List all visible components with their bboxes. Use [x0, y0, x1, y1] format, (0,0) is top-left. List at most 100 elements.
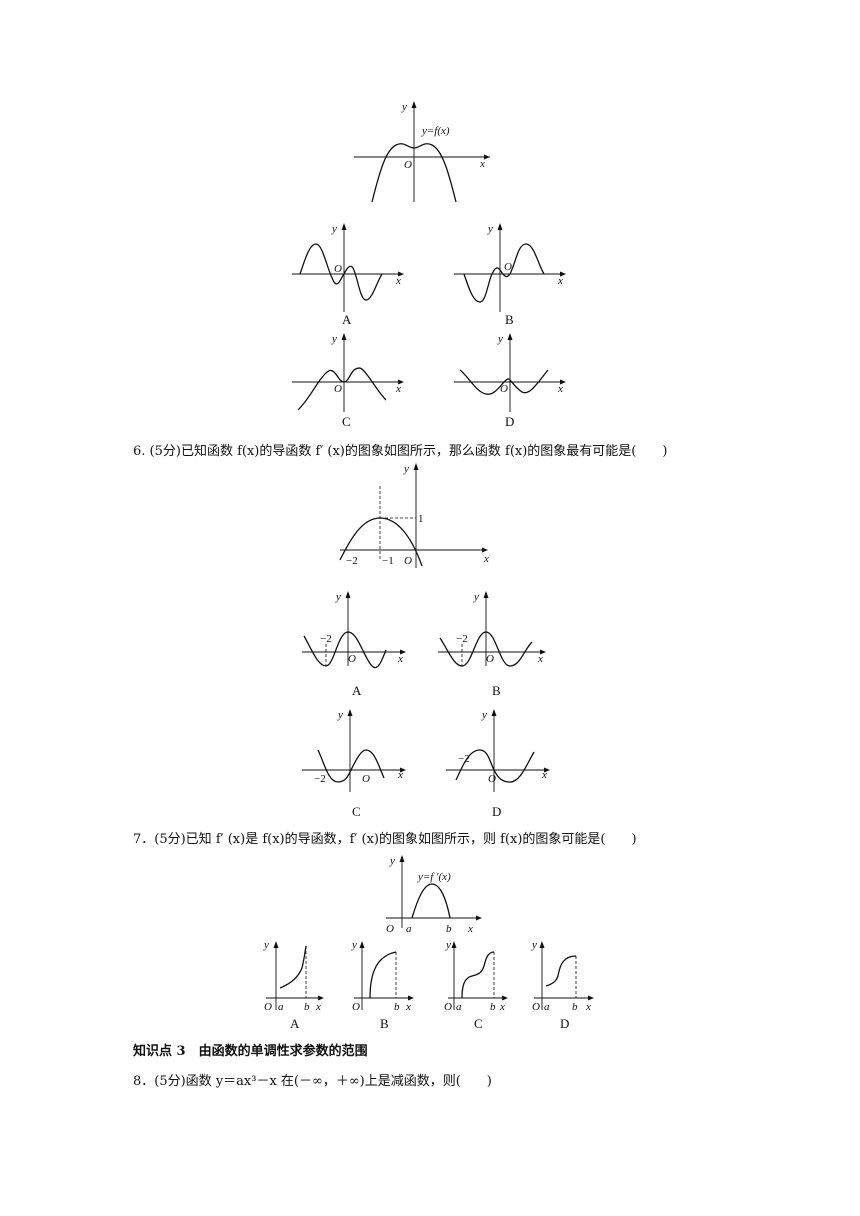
y-axis-arrow-icon	[341, 223, 347, 230]
curve-option-d	[455, 749, 535, 783]
x-label: x	[541, 769, 547, 781]
origin-label: O	[404, 159, 412, 171]
tick-neg2: −2	[346, 555, 358, 567]
origin-label: O	[362, 773, 370, 785]
q6-option-d-graph: x y O −2	[446, 709, 550, 792]
x-axis-arrow-icon	[540, 649, 546, 655]
x-axis-arrow-icon	[544, 767, 550, 773]
curve-option-a	[279, 945, 307, 989]
x-axis-arrow-icon	[560, 379, 566, 385]
y-axis-arrow-icon	[539, 941, 545, 948]
curve-label: y=f(x)	[421, 125, 450, 137]
q5-option-b-label: B	[505, 312, 514, 327]
curve-option-b	[463, 243, 545, 303]
origin-label: O	[488, 773, 496, 785]
q7-option-a-graph: x y O a b	[263, 939, 324, 1013]
curve-fprime	[339, 517, 423, 567]
q5-option-b-graph: x y O	[454, 223, 566, 312]
q7-option-c-graph: x y O a b	[444, 939, 508, 1013]
q6-option-b-graph: x y O −2	[438, 591, 546, 667]
y-label: y	[351, 939, 357, 951]
y-label: y	[531, 939, 537, 951]
y-label: y	[263, 939, 269, 951]
x-axis-arrow-icon	[398, 271, 404, 277]
tick-neg1: −1	[382, 555, 394, 567]
q7-option-d-graph: x y O a b	[531, 939, 594, 1013]
tick-b: b	[446, 923, 452, 935]
y-label: y	[401, 101, 407, 113]
q6-option-b-label: B	[492, 683, 501, 698]
tick-b: b	[490, 1001, 496, 1013]
origin-label: O	[486, 653, 494, 665]
curve-option-d	[459, 369, 549, 395]
q6-option-a-graph: x y O −2	[302, 591, 406, 669]
y-axis-arrow-icon	[413, 463, 419, 470]
curve-f	[371, 143, 457, 203]
curve-option-a	[299, 243, 383, 301]
x-axis-arrow-icon	[400, 649, 406, 655]
x-axis-arrow-icon	[318, 995, 324, 1001]
origin-label: O	[404, 555, 412, 567]
tick-neg2: −2	[314, 773, 326, 785]
y-label: y	[497, 333, 503, 345]
q5-option-c-graph: x y O	[292, 333, 404, 412]
x-label: x	[557, 275, 563, 287]
x-axis-arrow-icon	[560, 271, 566, 277]
x-axis-arrow-icon	[484, 154, 490, 160]
question-7-text: 7．(5分)已知 f′ (x)是 f(x)的导函数，f′ (x)的图象如图所示，…	[133, 832, 637, 847]
y-axis-arrow-icon	[341, 333, 347, 340]
curve-option-a	[303, 631, 387, 669]
question-6-text: 6. (5分)已知函数 f(x)的导函数 f′ (x)的图象如图所示，那么函数 …	[133, 444, 668, 459]
q6-option-d-label: D	[492, 804, 502, 819]
y-axis-arrow-icon	[497, 223, 503, 230]
y-axis-arrow-icon	[345, 591, 351, 598]
tick-b: b	[304, 1001, 310, 1013]
y-label: y	[487, 223, 493, 235]
q6-main-graph: x y O −2 −1 1	[339, 463, 489, 568]
q7-option-c-label: C	[474, 1016, 483, 1031]
curve-option-b	[369, 951, 397, 999]
x-label: x	[397, 653, 403, 665]
x-label: x	[467, 923, 473, 935]
tick-neg2: −2	[456, 633, 468, 645]
q6-option-c-label: C	[352, 804, 361, 819]
x-label: x	[405, 1001, 411, 1013]
q7-main-graph: x y O a b y=f ′(x)	[386, 855, 482, 935]
x-label: x	[499, 1001, 505, 1013]
y-label: y	[445, 939, 451, 951]
y-axis-arrow-icon	[273, 941, 279, 948]
x-axis-arrow-icon	[588, 995, 594, 1001]
q5-option-a-graph: x y O	[292, 223, 404, 312]
q5-option-d-label: D	[505, 414, 515, 429]
question-8-text: 8．(5分)函数 y＝ax³－x 在(－∞，＋∞)上是减函数，则( )	[133, 1074, 492, 1089]
x-label: x	[479, 158, 485, 170]
origin-label: O	[348, 653, 356, 665]
q7-option-a-label: A	[290, 1016, 300, 1031]
x-label: x	[397, 769, 403, 781]
tick-b: b	[394, 1001, 400, 1013]
y-label: y	[331, 223, 337, 235]
tick-a: a	[456, 1001, 462, 1013]
y-label: y	[331, 333, 337, 345]
q7-option-d-label: D	[560, 1016, 570, 1031]
tick-1: 1	[418, 513, 424, 525]
q6-option-a-label: A	[352, 683, 362, 698]
curve-option-c	[461, 951, 495, 999]
tick-a: a	[544, 1001, 550, 1013]
origin-label: O	[352, 1001, 360, 1013]
x-axis-arrow-icon	[482, 547, 488, 553]
q5-option-c-label: C	[342, 414, 351, 429]
origin-label: O	[504, 261, 512, 273]
x-axis-arrow-icon	[408, 995, 414, 1001]
tick-a: a	[406, 923, 412, 935]
y-axis-arrow-icon	[451, 941, 457, 948]
x-label: x	[395, 275, 401, 287]
tick-neg2: −2	[320, 633, 332, 645]
x-axis-arrow-icon	[476, 915, 482, 921]
x-axis-arrow-icon	[502, 995, 508, 1001]
q7-option-b-graph: x y O b	[351, 939, 414, 1013]
x-label: x	[585, 1001, 591, 1013]
q5-option-d-graph: x y O	[454, 333, 566, 412]
origin-label: O	[264, 1001, 272, 1013]
x-label: x	[537, 653, 543, 665]
